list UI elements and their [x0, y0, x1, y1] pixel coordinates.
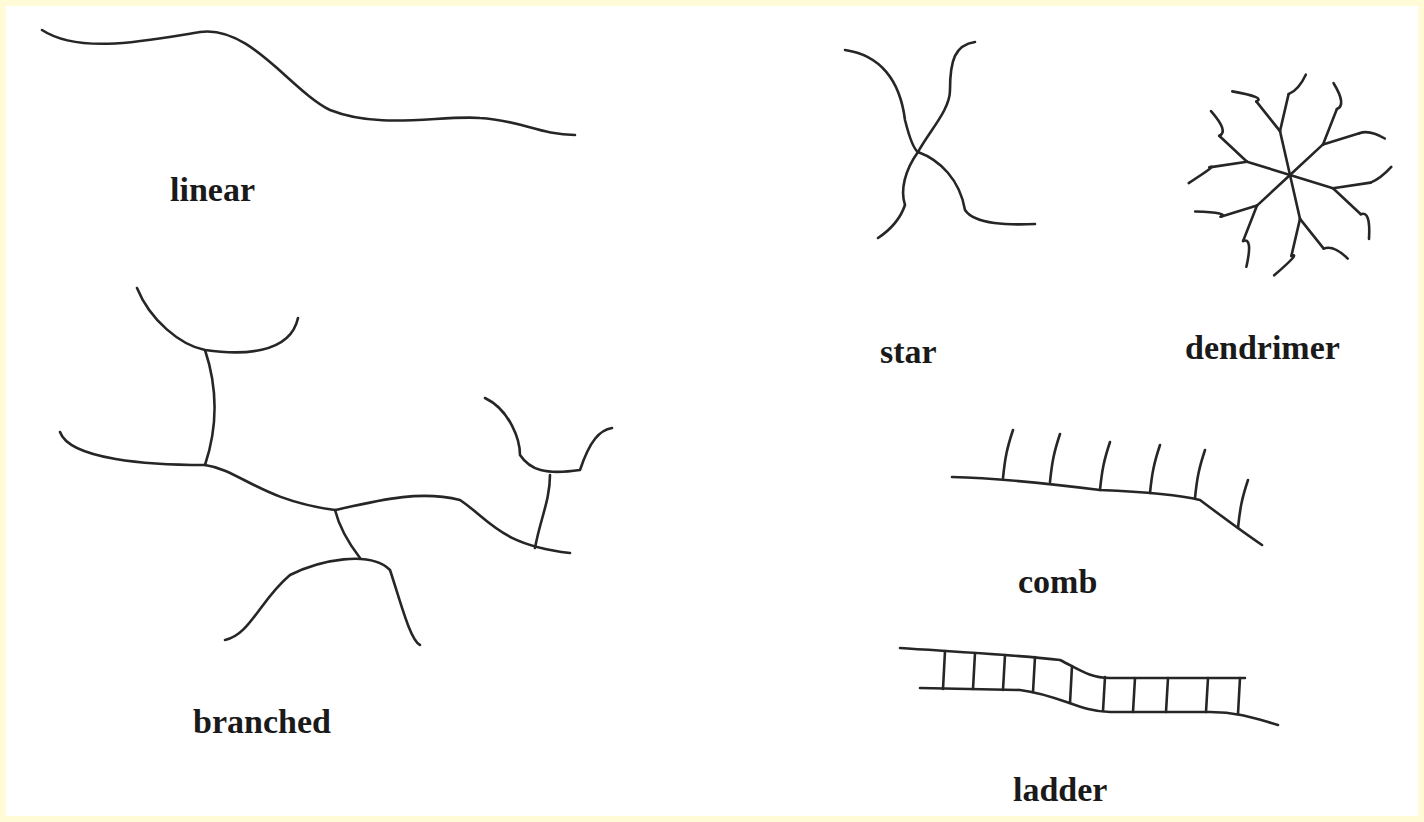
- chain-stroke: [1300, 219, 1324, 249]
- chain-stroke: [1371, 167, 1392, 183]
- chain-stroke: [1257, 175, 1290, 206]
- chain-stroke: [1003, 655, 1005, 690]
- chain-stroke: [1280, 131, 1290, 175]
- chain-stroke: [1289, 75, 1306, 94]
- chain-stroke: [1290, 175, 1300, 219]
- chain-stroke: [1324, 248, 1348, 259]
- structure-label: branched: [193, 703, 331, 740]
- chain-stroke: [1333, 188, 1361, 214]
- chain-stroke: [1100, 442, 1110, 490]
- chain-stroke: [1195, 450, 1205, 498]
- chain-stroke: [1206, 678, 1208, 712]
- chain-stroke: [1256, 101, 1280, 131]
- chain-stroke: [1243, 241, 1249, 267]
- linear-chain: [42, 30, 575, 135]
- chain-stroke: [1219, 136, 1247, 162]
- chain-stroke: [1333, 183, 1371, 189]
- structure-label: ladder: [1013, 771, 1107, 808]
- chain-stroke: [1323, 109, 1337, 144]
- chain-stroke: [943, 651, 945, 689]
- chain-stroke: [1243, 206, 1257, 241]
- chain-stroke: [1238, 480, 1248, 528]
- chain-stroke: [1211, 111, 1223, 136]
- comb-polymer: [952, 430, 1262, 545]
- branched-chain: [60, 288, 612, 645]
- ladder-polymer: [900, 648, 1278, 725]
- chain-stroke: [1195, 212, 1223, 217]
- chain-stroke: [1232, 91, 1258, 101]
- dendrimer-polymer: [1189, 75, 1392, 276]
- chain-stroke: [1150, 445, 1160, 493]
- chain-stroke: [1334, 83, 1342, 109]
- structure-label: dendrimer: [1185, 329, 1340, 366]
- chain-stroke: [1133, 678, 1135, 712]
- chain-stroke: [1361, 214, 1369, 239]
- chain-stroke: [1166, 678, 1168, 712]
- chain-stroke: [1247, 162, 1290, 175]
- chain-stroke: [1290, 144, 1323, 175]
- chain-stroke: [1209, 162, 1247, 168]
- chain-stroke: [1050, 434, 1060, 482]
- chain-stroke: [1221, 206, 1257, 217]
- chain-stroke: [1291, 219, 1300, 256]
- chain-stroke: [1189, 167, 1212, 183]
- star-polymer: [845, 42, 1035, 238]
- structure-label: linear: [170, 171, 255, 208]
- chain-stroke: [1323, 133, 1359, 144]
- chain-stroke: [1103, 677, 1105, 711]
- chain-stroke: [1290, 175, 1333, 188]
- chain-stroke: [1274, 255, 1294, 275]
- chain-stroke: [1033, 657, 1035, 692]
- chain-stroke: [1070, 666, 1072, 703]
- structure-label: comb: [1018, 563, 1097, 600]
- chain-stroke: [1003, 430, 1013, 478]
- chain-stroke: [973, 653, 975, 689]
- structure-label: star: [880, 333, 937, 370]
- chain-stroke: [1238, 678, 1240, 714]
- chain-stroke: [1359, 132, 1385, 138]
- chain-stroke: [1280, 94, 1289, 131]
